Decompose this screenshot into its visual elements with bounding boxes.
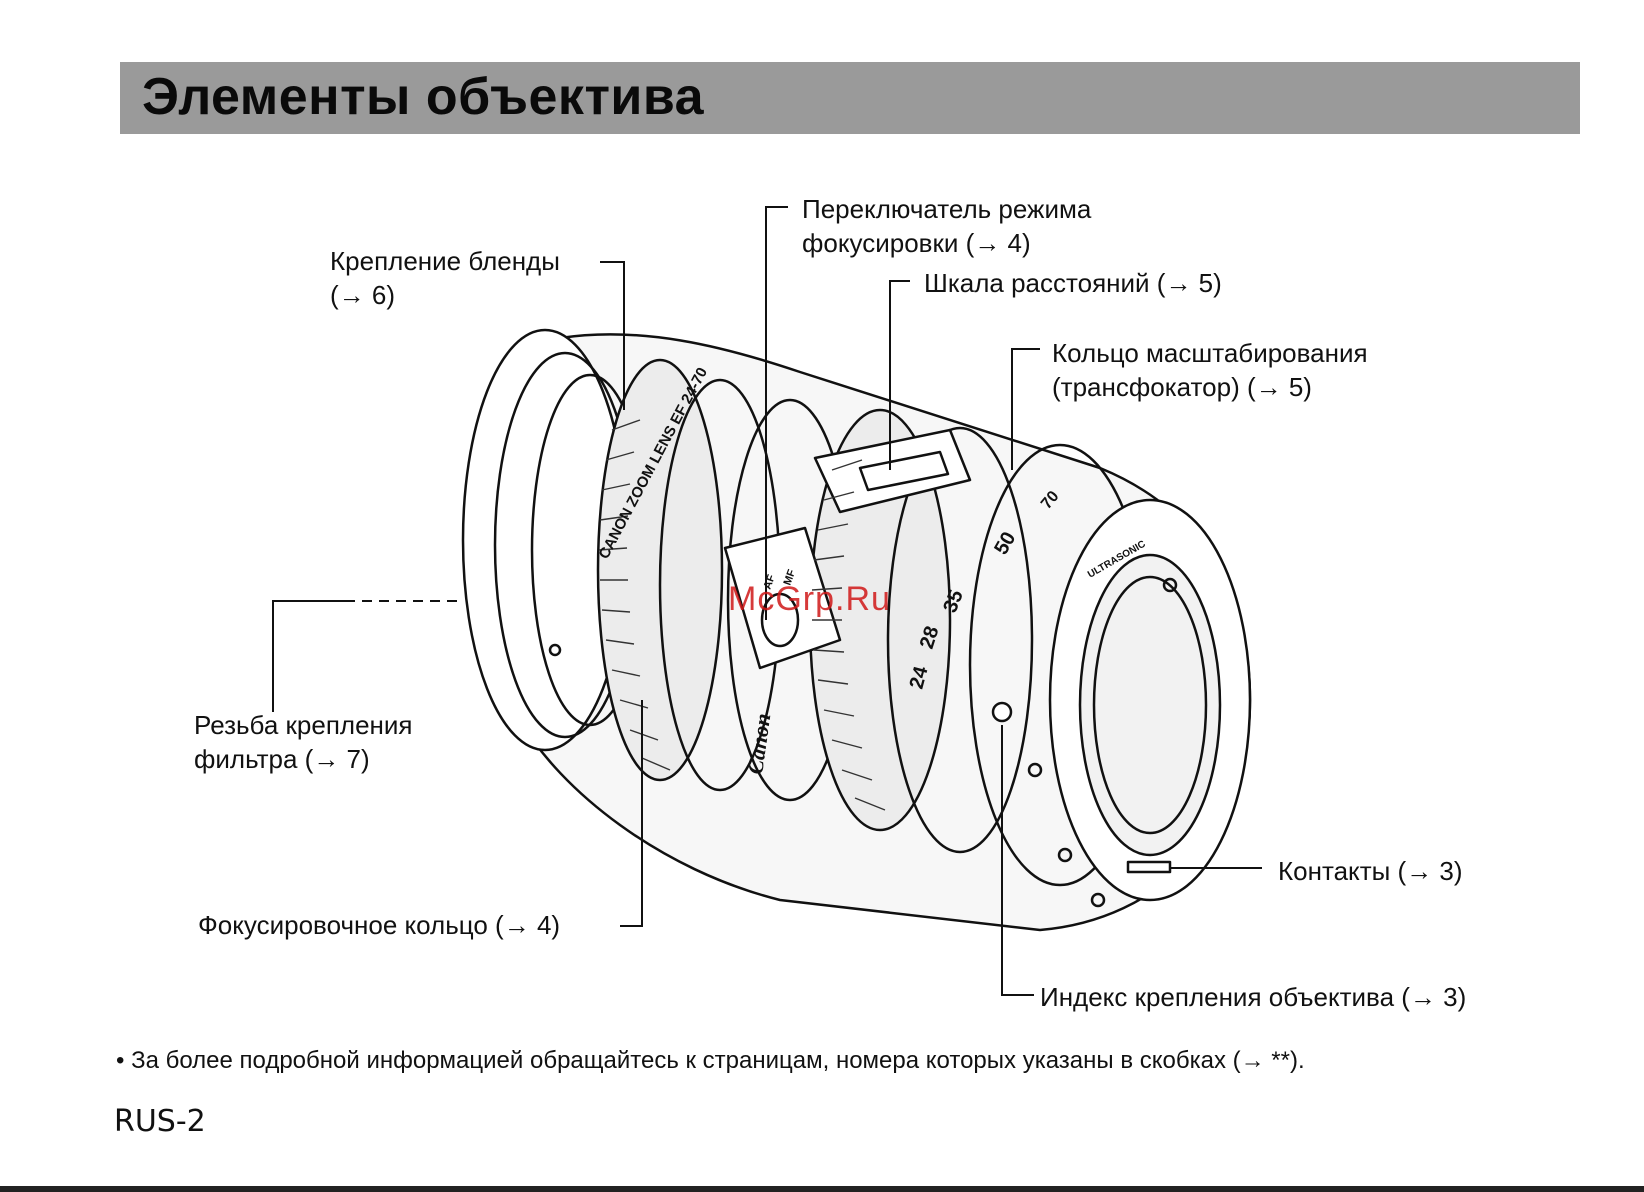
label-zoom-ring: Кольцо масштабирования (трансфокатор) (→… — [1052, 338, 1368, 402]
leader-mount-index — [1001, 725, 1034, 996]
footnote: • За более подробной информацией обращай… — [116, 1047, 1305, 1074]
label-mount-index: Индекс крепления объектива (→ 3) — [1040, 982, 1467, 1012]
leader-focus-mode — [765, 206, 788, 620]
leader-distance-scale — [889, 280, 910, 470]
label-hood-mount: Крепление бленды (→ 6) — [330, 246, 560, 310]
label-distance-scale: Шкала расстояний (→ 5) — [924, 268, 1222, 298]
leader-filter-thread — [272, 600, 345, 712]
page-title: Элементы объектива — [142, 68, 705, 126]
label-contacts: Контакты (→ 3) — [1278, 856, 1463, 886]
label-focus-mode-switch: Переключатель режима фокусировки (→ 4) — [802, 194, 1092, 258]
rear-glass — [1078, 553, 1222, 857]
label-filter-thread: Резьба крепления фильтра (→ 7) — [194, 710, 413, 774]
mount-index-dot — [991, 701, 1013, 723]
watermark: McGrp.Ru — [728, 580, 891, 618]
title-band — [120, 62, 1580, 134]
bottom-rule — [0, 1186, 1644, 1192]
contacts — [1126, 860, 1172, 874]
mf-label: MF — [782, 568, 799, 587]
leader-zoom-ring — [1011, 348, 1040, 470]
page-number: RUS-2 — [114, 1104, 206, 1139]
label-focus-ring: Фокусировочное кольцо (→ 4) — [198, 910, 561, 940]
leader-hood-mount — [600, 261, 625, 410]
leader-focus-ring — [620, 700, 643, 927]
